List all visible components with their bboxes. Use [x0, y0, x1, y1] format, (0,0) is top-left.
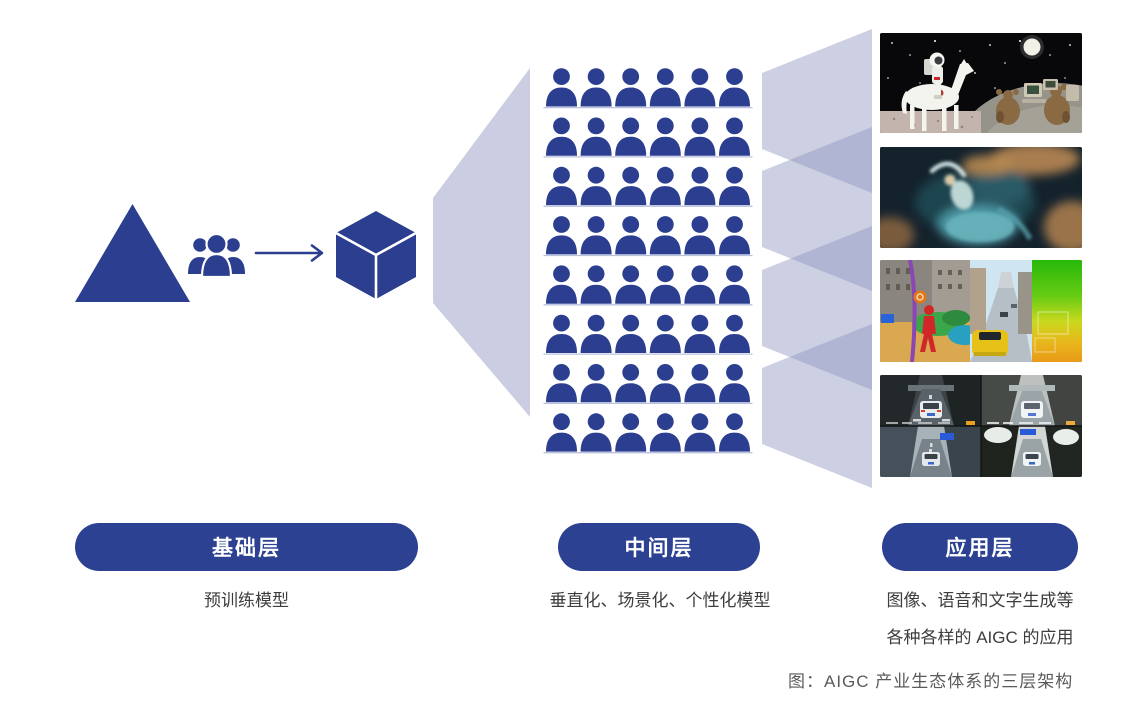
person-icon	[719, 265, 750, 304]
foundation-layer-badge: 基础层	[75, 523, 418, 571]
person-icon	[615, 265, 647, 304]
person-icon	[684, 117, 716, 156]
person-icon	[615, 364, 647, 403]
application-layer-badge: 应用层	[882, 523, 1078, 571]
drive-cam-bottom-left	[880, 426, 981, 477]
person-icon	[719, 314, 750, 353]
street-photo-panel	[970, 260, 1032, 362]
person-icon	[546, 314, 577, 353]
person-icon	[580, 364, 612, 403]
person-icon	[546, 68, 577, 107]
drive-cam-top-left	[880, 375, 981, 426]
middle-layer-badge: 中间层	[558, 523, 760, 571]
arrow-right-icon	[254, 244, 324, 262]
depth-map-panel	[1032, 260, 1082, 362]
person-icon	[719, 117, 750, 156]
flow-band-3	[762, 226, 872, 390]
person-icon	[615, 68, 647, 107]
person-icon	[615, 117, 647, 156]
flow-funnel	[433, 68, 530, 417]
person-icon	[719, 166, 750, 206]
person-icon	[649, 166, 681, 206]
person-icon	[546, 117, 577, 156]
person-icon	[580, 314, 612, 353]
person-icon	[546, 364, 577, 403]
app-image-underwater-artwork	[880, 147, 1082, 248]
app-image-street-segmentation-depth	[880, 260, 1082, 362]
person-icon	[580, 216, 612, 255]
person-icon	[615, 216, 647, 255]
person-icon	[649, 364, 681, 403]
person-icon	[649, 265, 681, 304]
flow-band-2	[762, 127, 872, 291]
application-layer-description: 图像、语音和文字生成等 各种各样的 AIGC 的应用	[868, 582, 1092, 656]
application-layer-description-line1: 图像、语音和文字生成等	[886, 591, 1074, 610]
person-icon	[580, 413, 612, 452]
person-icon	[719, 216, 750, 255]
person-icon	[580, 166, 612, 206]
person-icon	[684, 166, 716, 206]
cube-icon	[335, 211, 417, 299]
person-icon	[719, 413, 750, 452]
flow-band-1	[762, 29, 872, 193]
person-icon	[684, 68, 716, 107]
segmentation-panel	[880, 260, 982, 362]
app-image-driving-simulation	[880, 375, 1082, 477]
person-icon	[684, 364, 716, 403]
person-icon	[684, 265, 716, 304]
person-icon	[546, 216, 577, 255]
middle-layer-badge-label: 中间层	[624, 537, 694, 560]
person-icon	[649, 117, 681, 156]
people-grid	[543, 68, 753, 454]
person-icon	[719, 364, 750, 403]
person-icon	[649, 68, 681, 107]
segmented-pedestrian	[920, 305, 936, 352]
person-icon	[649, 216, 681, 255]
teddy-bears-computers	[996, 79, 1079, 125]
flow-bands	[762, 29, 872, 488]
foundation-layer-description: 预训练模型	[204, 591, 289, 610]
figure-caption: 图：AIGC 产业生态体系的三层架构	[788, 672, 1074, 691]
drive-cam-bottom-right	[981, 426, 1082, 477]
astronaut	[924, 52, 945, 99]
person-icon	[684, 216, 716, 255]
app-image-astronaut-horse-teddy-bears	[880, 33, 1082, 133]
person-icon	[580, 265, 612, 304]
person-icon	[580, 68, 612, 107]
person-icon	[546, 166, 577, 206]
person-icon	[615, 413, 647, 452]
person-icon	[546, 413, 577, 452]
white-horse	[901, 59, 974, 131]
middle-layer-description: 垂直化、场景化、个性化模型	[549, 591, 771, 610]
triangle-icon	[75, 204, 190, 302]
application-layer-badge-label: 应用层	[945, 537, 1015, 560]
drive-cam-top-right	[981, 375, 1082, 426]
flow-band-4	[762, 324, 872, 488]
person-icon	[580, 117, 612, 156]
application-layer-description-line2: 各种各样的 AIGC 的应用	[886, 628, 1074, 647]
person-icon	[615, 166, 647, 206]
person-icon	[615, 314, 647, 353]
person-icon	[719, 68, 750, 107]
person-icon	[684, 413, 716, 452]
person-icon	[546, 265, 577, 304]
person-icon	[649, 413, 681, 452]
user-group-icon	[188, 232, 245, 279]
person-icon	[649, 314, 681, 353]
foundation-layer-badge-label: 基础层	[212, 537, 281, 560]
person-icon	[684, 314, 716, 353]
